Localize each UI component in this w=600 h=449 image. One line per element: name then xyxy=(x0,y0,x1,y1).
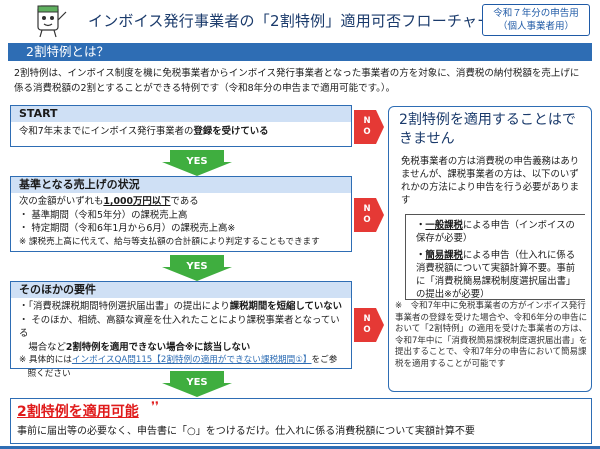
applicable-title: 2割特例を適用可能 xyxy=(17,404,139,420)
other-bullet2-line1: ・ そのほか、相続、高額な資産を仕入れたことにより課税事業者となっている xyxy=(19,314,340,340)
option-simplified-rest: による申告（仕入れに係る消費税額について実額計算不要。事前に「消費税簡易課税制度… xyxy=(416,250,576,300)
not-applicable-title: 2割特例を適用することはできません xyxy=(399,112,576,147)
yes-arrow-1: YES xyxy=(162,150,232,176)
options-bracket: ・一般課税による申告（インボイスの保存が必要） ・簡易課税による申告（仕入れに係… xyxy=(405,214,585,300)
sales-bullet2: ・ 特定期間（令和6年1月から6月）の課税売上高※ xyxy=(19,223,236,234)
option-simplified-bold: 簡易課税 xyxy=(425,250,463,261)
no-arrow-3: NO xyxy=(354,308,384,342)
badge-line2: （個人事業者用） xyxy=(497,21,574,32)
no-label: NO xyxy=(362,314,372,336)
step-sales-heading: 基準となる売上げの状況 xyxy=(11,177,351,193)
yes-arrow-2: YES xyxy=(162,255,232,281)
bottom-divider xyxy=(0,446,600,449)
step-start-heading: START xyxy=(11,106,351,122)
step-sales-body: 次の金額がいずれも1,000万円以下である ・ 基準期間（令和5年分）の課税売上… xyxy=(11,193,351,252)
sales-pre: 次の金額がいずれも xyxy=(19,196,104,207)
sales-bullet1: ・ 基準期間（令和5年分）の課税売上高 xyxy=(19,209,188,221)
option-simplified: ・簡易課税による申告（仕入れに係る消費税額について実額計算不要。事前に「消費税簡… xyxy=(416,249,584,301)
sales-note: ※ 課税売上高に代えて、給与等支払額の合計額により判定することもできます xyxy=(19,236,320,247)
page-title: インボイス発行事業者の「2割特例」適用可否フローチャート xyxy=(88,12,508,30)
not-applicable-body: 免税事業者の方は消費税の申告義務はありませんが、課税事業者の方は、以下のいずれか… xyxy=(401,156,580,206)
other-note-line2: 照ください xyxy=(19,368,71,379)
section-heading: 2割特例とは？ xyxy=(8,43,592,61)
other-note: ※ 具体的にはインボイスQA問115【2割特例の適用ができない課税期間①】をご参 xyxy=(19,354,343,368)
arrow-down-icon xyxy=(162,371,232,397)
header: インボイス発行事業者の「2割特例」適用可否フローチャート 令和７年分の申告用 （… xyxy=(0,0,600,40)
sales-post: である xyxy=(170,196,199,207)
mascot-icon xyxy=(37,5,67,38)
sales-threshold: 1,000万円以下 xyxy=(103,196,171,207)
step-other-heading: そのほかの要件 xyxy=(11,282,351,298)
step-start-body: 令和7年末までにインボイス発行事業者の登録を受けている xyxy=(11,122,351,142)
other-bullet2-bold: 2割特例を適用できない場合※に該当しない xyxy=(65,341,251,353)
other-bullet1-pre: ・「消費税課税期間特例選択届出書」の提出により xyxy=(19,301,230,312)
not-applicable-box: 2割特例を適用することはできません 免税事業者の方は消費税の申告義務はありません… xyxy=(388,106,592,392)
other-note-pre: ※ 具体的には xyxy=(19,355,72,365)
no-arrow-2: NO xyxy=(354,198,384,232)
sparkle-icon: ❜❜ xyxy=(151,399,159,413)
no-label: NO xyxy=(362,116,372,138)
arrow-down-icon xyxy=(162,150,232,176)
other-bullet1-bold: 課税期間を短縮していない xyxy=(229,301,342,312)
option-general: ・一般課税による申告（インボイスの保存が必要） xyxy=(416,219,584,245)
yes-label: YES xyxy=(186,377,208,388)
invoice-qa-link[interactable]: インボイスQA問115【2割特例の適用ができない課税期間①】 xyxy=(71,355,312,365)
intro-line2: 係る消費税額の2割とすることができる特例です（令和8年分の申告まで適用可能です。… xyxy=(14,83,396,94)
arrow-right-icon xyxy=(354,110,384,144)
badge-line1: 令和７年分の申告用 xyxy=(493,8,579,19)
no-label: NO xyxy=(362,204,372,226)
applicable-box: 2割特例を適用可能 ❜❜ 事前に届出等の必要なく、申告書に「○」をつけるだけ。仕… xyxy=(10,398,592,444)
arrow-right-icon xyxy=(354,198,384,232)
intro-text: 2割特例は、インボイス制度を機に免税事業者からインボイス発行事業者となった事業者… xyxy=(14,66,588,96)
arrow-right-icon xyxy=(354,308,384,342)
intro-line1: 2割特例は、インボイス制度を機に免税事業者からインボイス発行事業者となった事業者… xyxy=(14,68,580,79)
sales-condition: 次の金額がいずれも1,000万円以下である xyxy=(19,195,343,209)
yes-label: YES xyxy=(186,156,208,167)
not-applicable-note: ※ 令和7年中に免税事業者の方がインボイス発行事業者の登録を受けた場合や、令和6… xyxy=(395,301,588,369)
other-bullet1: ・「消費税課税期間特例選択届出書」の提出により課税期間を短縮していない xyxy=(19,300,343,314)
step-start-bold: 登録を受けている xyxy=(193,126,269,137)
no-arrow-1: NO xyxy=(354,110,384,144)
option-general-bullet: ・ xyxy=(416,220,426,231)
option-simplified-bullet: ・ xyxy=(416,250,426,261)
arrow-down-icon xyxy=(162,255,232,281)
step-start: START 令和7年末までにインボイス発行事業者の登録を受けている xyxy=(10,105,352,147)
other-bullet2-line2: 場合など2割特例を適用できない場合※に該当しない xyxy=(19,341,343,355)
applicable-body: 事前に届出等の必要なく、申告書に「○」をつけるだけ。仕入れに係る消費税額について… xyxy=(17,426,475,437)
year-badge: 令和７年分の申告用 （個人事業者用） xyxy=(482,4,590,36)
step-other: そのほかの要件 ・「消費税課税期間特例選択届出書」の提出により課税期間を短縮して… xyxy=(10,281,352,379)
step-start-text: 令和7年末までにインボイス発行事業者の xyxy=(19,126,194,137)
step-other-body: ・「消費税課税期間特例選択届出書」の提出により課税期間を短縮していない ・ その… xyxy=(11,298,351,384)
yes-label: YES xyxy=(186,261,208,272)
step-sales: 基準となる売上げの状況 次の金額がいずれも1,000万円以下である ・ 基準期間… xyxy=(10,176,352,252)
other-bullet2-pre: 場合など xyxy=(19,341,66,353)
yes-arrow-3: YES xyxy=(162,371,232,397)
other-note-post: をご参 xyxy=(311,355,338,365)
option-general-bold: 一般課税 xyxy=(425,220,463,231)
option-general-rest: による申告（インボイスの保存が必要） xyxy=(416,220,575,244)
